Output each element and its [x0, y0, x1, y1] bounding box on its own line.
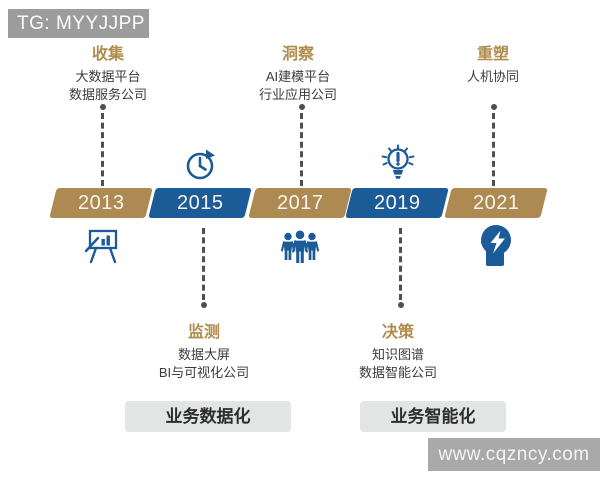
connector-dotted-line — [492, 113, 495, 186]
year-marker-2017: 2017 — [248, 188, 352, 218]
smart-mind-icon — [474, 223, 514, 269]
year-label: 2021 — [472, 192, 520, 214]
header-tag: TG: MYYJJPP — [8, 9, 149, 38]
milestone-desc-line: 行业应用公司 — [258, 87, 337, 102]
milestone-title: 收集 — [91, 46, 124, 63]
year-marker-2015: 2015 — [148, 188, 252, 218]
phase-box-intelligence: 业务智能化 — [360, 401, 506, 432]
milestone-desc-line: 数据大屏 — [177, 347, 230, 362]
milestone-desc-line: AI建模平台 — [265, 69, 331, 84]
milestone-label-2019: 决策 知识图谱 数据智能公司 — [323, 318, 473, 382]
connector-dotted-line — [101, 113, 104, 186]
milestone-desc-line: 数据服务公司 — [68, 87, 147, 102]
idea-bulb-icon — [378, 143, 418, 187]
milestone-title: 决策 — [381, 324, 414, 341]
year-label: 2013 — [77, 192, 125, 214]
year-marker-2013: 2013 — [49, 188, 153, 218]
site-watermark: www.cqzncy.com — [428, 438, 600, 471]
connector-dotted-line — [300, 113, 303, 186]
team-people-icon — [278, 227, 322, 265]
milestone-desc-line: 人机协同 — [466, 69, 519, 84]
year-marker-2019: 2019 — [345, 188, 449, 218]
history-clock-icon — [182, 147, 218, 183]
year-label: 2019 — [373, 192, 421, 214]
milestone-desc-line: BI与可视化公司 — [158, 365, 250, 380]
phase-box-digitization: 业务数据化 — [125, 401, 291, 432]
year-marker-2021: 2021 — [444, 188, 548, 218]
milestone-title: 监测 — [187, 324, 220, 341]
milestone-desc-line: 数据智能公司 — [358, 365, 437, 380]
milestone-desc-line: 知识图谱 — [371, 347, 424, 362]
milestone-label-2021: 重塑 人机协同 — [418, 40, 568, 86]
milestone-label-2015: 监测 数据大屏 BI与可视化公司 — [129, 318, 279, 382]
connector-dot — [299, 104, 305, 110]
connector-dot — [201, 302, 207, 308]
milestone-title: 重塑 — [476, 46, 509, 63]
milestone-title: 洞察 — [281, 46, 314, 63]
connector-dotted-line — [202, 228, 205, 300]
connector-dot — [398, 302, 404, 308]
year-label: 2015 — [176, 192, 224, 214]
connector-dot — [491, 104, 497, 110]
milestone-label-2013: 收集 大数据平台 数据服务公司 — [33, 40, 183, 104]
connector-dot — [100, 104, 106, 110]
presentation-chart-icon — [83, 227, 123, 265]
milestone-desc-line: 大数据平台 — [75, 69, 141, 84]
connector-dotted-line — [399, 228, 402, 300]
milestone-label-2017: 洞察 AI建模平台 行业应用公司 — [223, 40, 373, 104]
year-label: 2017 — [276, 192, 324, 214]
